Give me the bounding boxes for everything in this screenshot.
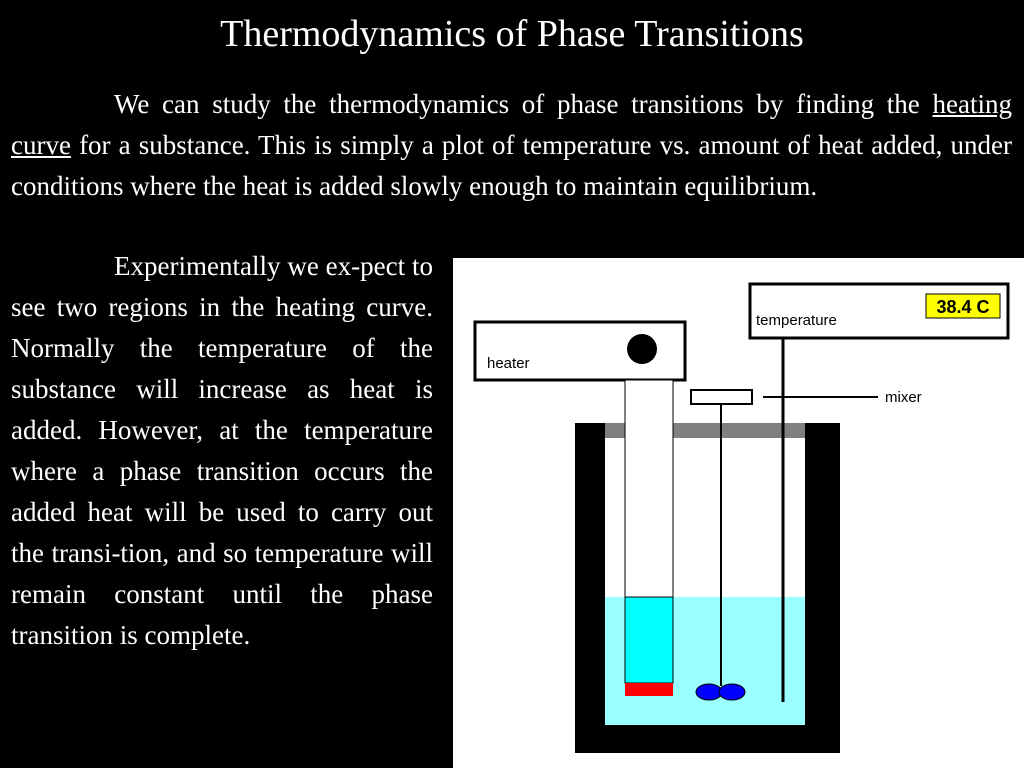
slide-title: Thermodynamics of Phase Transitions (220, 13, 804, 55)
intro-text-start: We can study the thermodynamics of phase… (114, 89, 933, 119)
heater-element-upper (624, 379, 674, 598)
heater-indicator-icon (627, 334, 657, 364)
heating-curve-term: heating curve (11, 89, 1012, 160)
mixer-label: mixer (885, 389, 922, 406)
vessel-wall-right (805, 423, 840, 753)
temperature-readout-bg (925, 293, 1001, 319)
heater-tip (625, 683, 673, 696)
vessel-bottom (575, 725, 840, 753)
explanation-paragraph: Experimentally we ex-pect to see two reg… (11, 251, 433, 650)
calorimeter-diagram: heater mixer temperature 38.4 C (473, 282, 1010, 753)
calorimeter-figure: heater mixer temperature 38.4 C (453, 258, 1024, 768)
mixer-blade-left (695, 683, 723, 701)
intro-text-end: for a substance. This is simply a plot o… (11, 130, 1012, 201)
vessel-wall-left (575, 423, 605, 753)
temperature-label: temperature (756, 312, 837, 329)
mixer-handle (690, 389, 753, 405)
mixer-blade-right (718, 683, 746, 701)
heater-label: heater (487, 355, 530, 372)
temperature-reading: 38.4 C (936, 297, 989, 317)
intro-paragraph: We can study the thermodynamics of phase… (11, 84, 1012, 207)
